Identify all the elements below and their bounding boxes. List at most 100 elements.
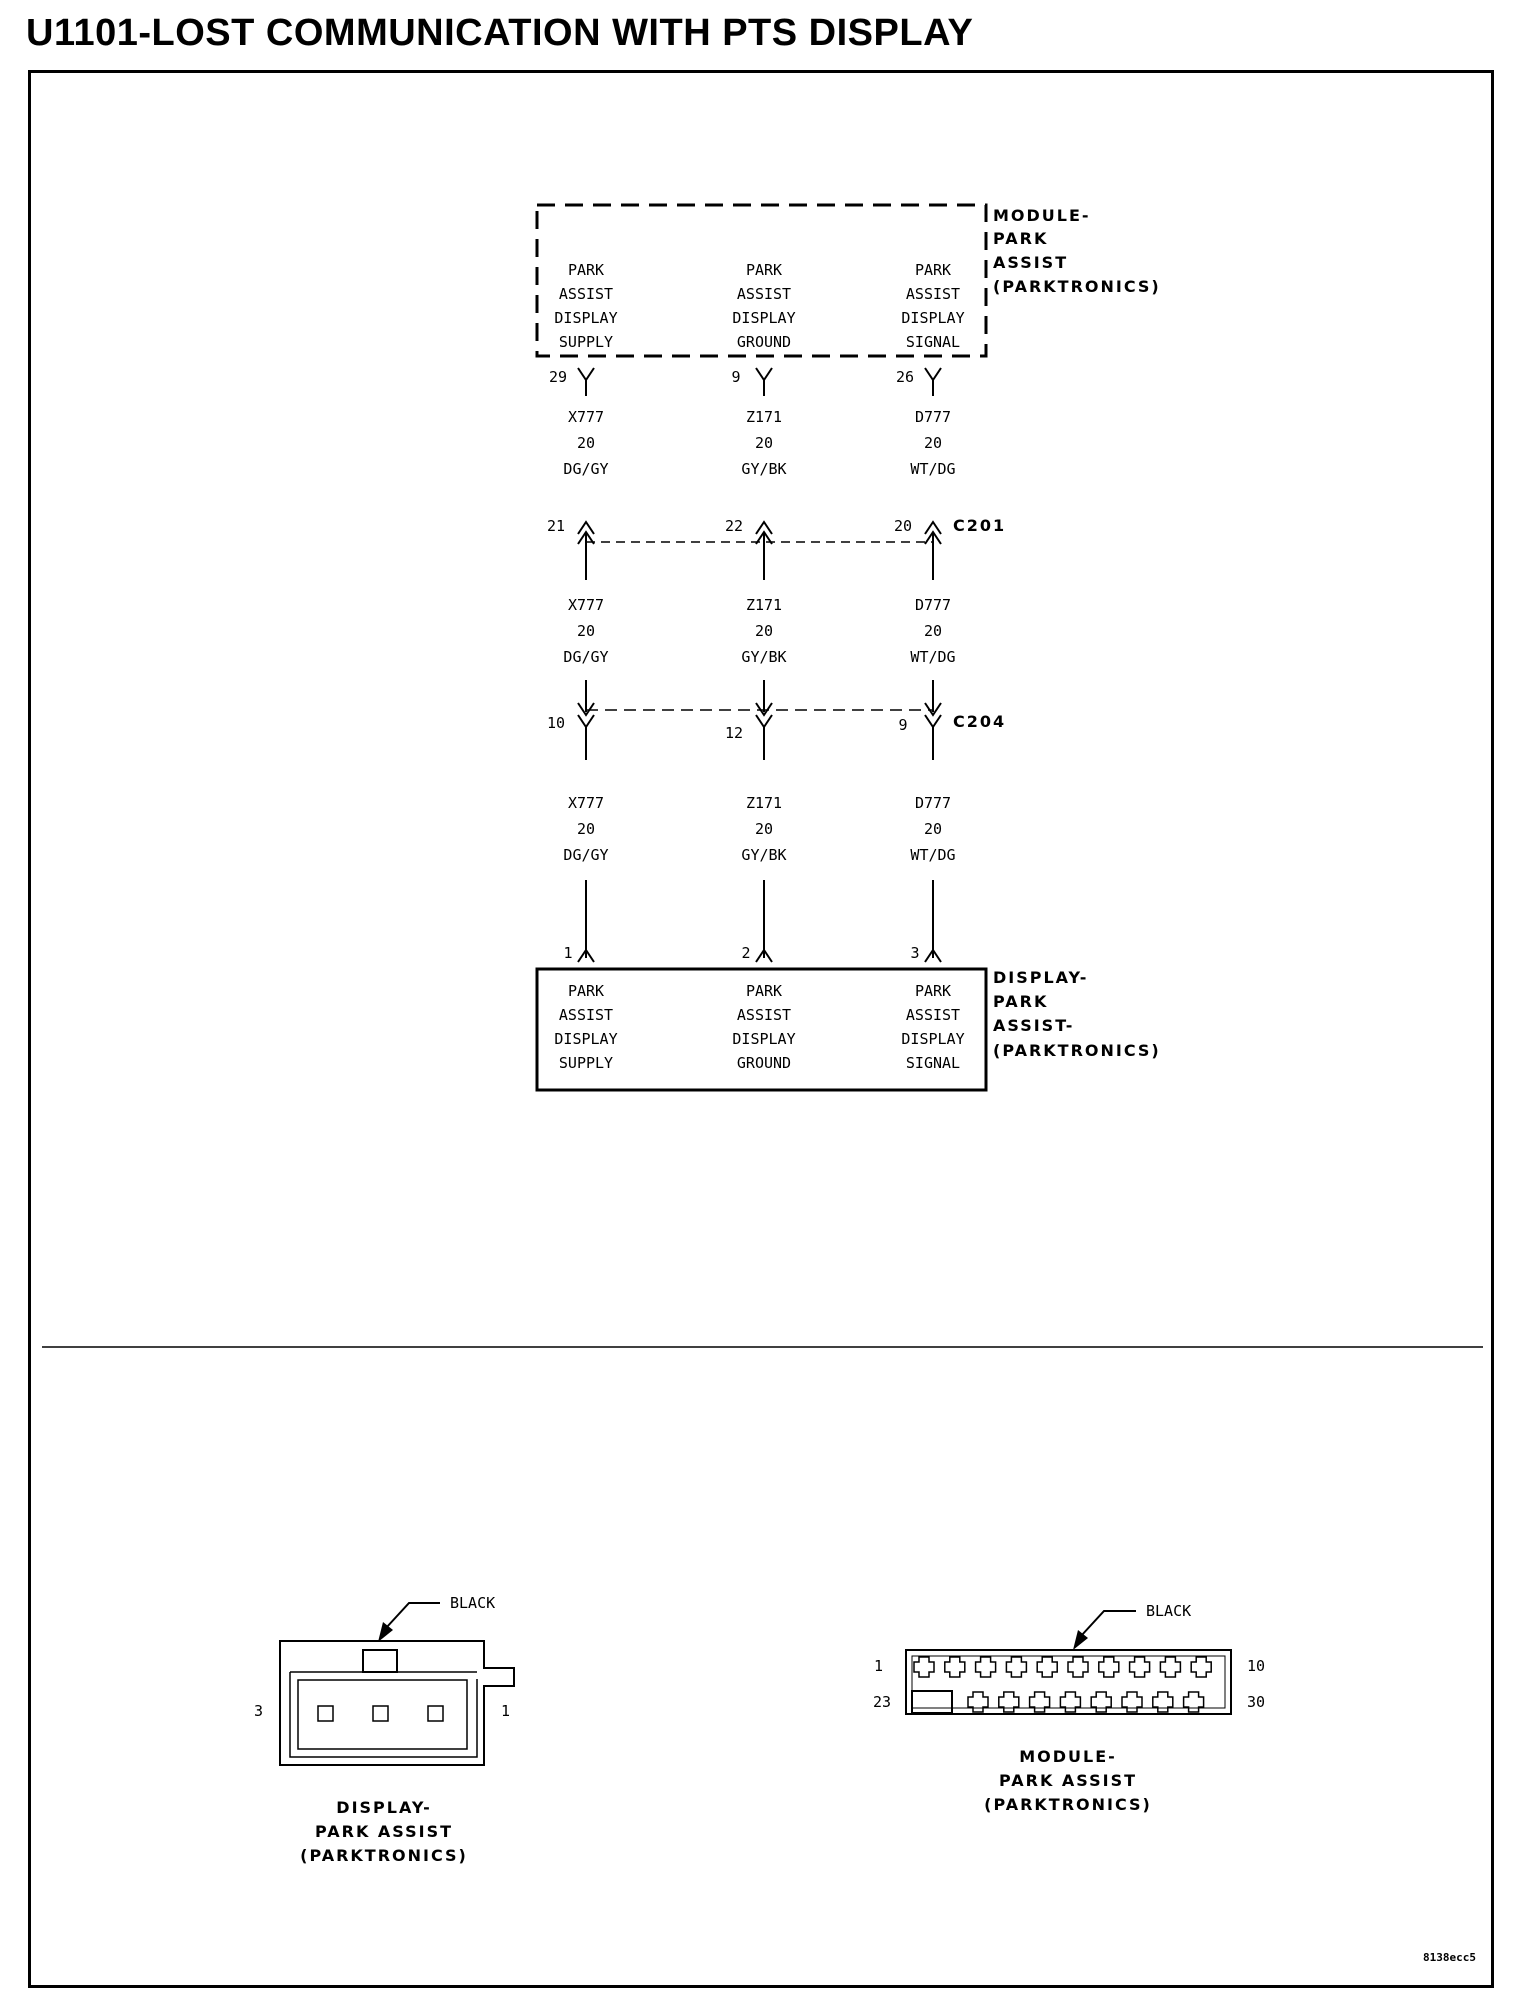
module-pin-name-2: DISPLAY [732,309,795,327]
svg-text:(PARKTRONICS): (PARKTRONICS) [993,1041,1161,1060]
display-pin-name-1: DISPLAY [554,1030,617,1048]
wire-label-2: 20 [755,820,773,838]
module-pin-name-3: ASSIST [906,285,960,303]
wire-label-2: 20 [755,434,773,452]
connector-caption: DISPLAY- PARK ASSIST (PARKTRONICS) [300,1798,466,1865]
module-pin-name-2: ASSIST [737,285,791,303]
display-pin-name-3: DISPLAY [901,1030,964,1048]
pin-cavity [1190,1656,1212,1678]
row2-left-number: 23 [873,1693,891,1711]
wire-label-3: 20 [924,622,942,640]
wire-label-1: 20 [577,434,595,452]
pin-number-left: 3 [254,1702,263,1720]
wire-label-1: DG/GY [563,648,608,666]
c201-terminal-1 [577,520,595,535]
display-terminal-1 [577,948,595,963]
svg-text:ASSIST-: ASSIST- [993,1016,1074,1035]
wire-label-2: GY/BK [741,846,786,864]
display-pin-name-3: ASSIST [906,1006,960,1024]
row1-right-number: 10 [1247,1657,1265,1675]
wire-columns: PARKASSISTDISPLAYSUPPLY29X77720DG/GY21X7… [547,261,965,1072]
module-pin-name-1: ASSIST [559,285,613,303]
module-pin-name-3: DISPLAY [901,309,964,327]
figure-code: 8138ecc5 [1423,1951,1476,1964]
pin-cavity [427,1705,444,1722]
row1-left-number: 1 [874,1657,883,1675]
wire-label-2: GY/BK [741,648,786,666]
svg-text:(PARKTRONICS): (PARKTRONICS) [984,1795,1152,1814]
svg-text:MODULE-: MODULE- [1019,1747,1117,1766]
row2-right-number: 30 [1247,1693,1265,1711]
wire-label-3: 20 [924,820,942,838]
pin-number-right: 1 [501,1702,510,1720]
display-pin-name-2: ASSIST [737,1006,791,1024]
pin-row-2 [967,1691,1205,1713]
pin-cavity [1182,1691,1205,1713]
pin-cavity [1159,1656,1182,1678]
wire-label-3: D777 [915,408,951,426]
c201-terminal-3 [924,520,942,535]
wire-label-2: GY/BK [741,460,786,478]
wire-label-2: Z171 [746,596,782,614]
wire-label-3: D777 [915,794,951,812]
connector-latch [362,1649,398,1673]
display-terminal-2 [755,948,773,963]
svg-text:PARK: PARK [993,992,1048,1011]
wire-label-3: D777 [915,596,951,614]
wire-label-3: WT/DG [910,460,955,478]
c201-pin-number-1: 21 [547,517,565,535]
wire-label-1: DG/GY [563,460,608,478]
pin-cavity [967,1691,989,1713]
c201-pin-number-3: 20 [894,517,912,535]
color-leader-arrow [385,1602,440,1629]
c204-pin-number-2: 12 [725,724,743,742]
pin-cavity [1028,1691,1051,1713]
wire-label-3: 20 [924,434,942,452]
display-pin-name-2: PARK [746,982,782,1000]
module-label: MODULE- PARK ASSIST (PARKTRONICS) [993,206,1161,296]
c204-terminal-1 [577,702,595,717]
module-pin-number-2: 9 [731,368,740,386]
color-leader-arrow [1080,1610,1136,1637]
module-pin-name-3: SIGNAL [906,333,960,351]
svg-text:PARK ASSIST: PARK ASSIST [999,1771,1137,1790]
key-cavity [911,1690,953,1714]
pin-cavity [998,1691,1020,1713]
diagram-frame [28,70,1494,1988]
pin-cavity [1036,1656,1058,1678]
wire-label-1: X777 [568,408,604,426]
c204-pin-number-1: 10 [547,714,565,732]
module-pin-name-1: PARK [568,261,604,279]
svg-text:DISPLAY-: DISPLAY- [993,968,1088,987]
pin-cavity [974,1656,997,1678]
display-pin-name-2: DISPLAY [732,1030,795,1048]
svg-text:PARK ASSIST: PARK ASSIST [315,1822,453,1841]
display-pin-name-1: ASSIST [559,1006,613,1024]
display-pin-number-3: 3 [910,944,919,962]
svg-text:PARK: PARK [993,229,1048,248]
display-pin-name-1: SUPPLY [559,1054,613,1072]
page-title: U1101-LOST COMMUNICATION WITH PTS DISPLA… [26,12,974,54]
wire-label-3: WT/DG [910,846,955,864]
c201-terminal-2 [755,520,773,535]
wire-label-2: 20 [755,622,773,640]
display-pin-name-3: SIGNAL [906,1054,960,1072]
module-pin-number-1: 29 [549,368,567,386]
display-box [535,967,988,1092]
module-terminal-2 [755,367,773,382]
wire-label-1: 20 [577,820,595,838]
pin-cavity [1098,1656,1120,1678]
display-pin-name-3: PARK [915,982,951,1000]
wire-label-1: 20 [577,622,595,640]
c204-terminal-3 [924,702,942,717]
module-pin-name-3: PARK [915,261,951,279]
wire-label-1: X777 [568,794,604,812]
pin-cavity [913,1656,935,1678]
svg-text:(PARKTRONICS): (PARKTRONICS) [993,277,1161,296]
display-pin-number-2: 2 [741,944,750,962]
svg-text:MODULE-: MODULE- [993,206,1091,225]
display-pin-name-2: GROUND [737,1054,791,1072]
wire-label-1: DG/GY [563,846,608,864]
pin-cavity [1152,1691,1174,1713]
